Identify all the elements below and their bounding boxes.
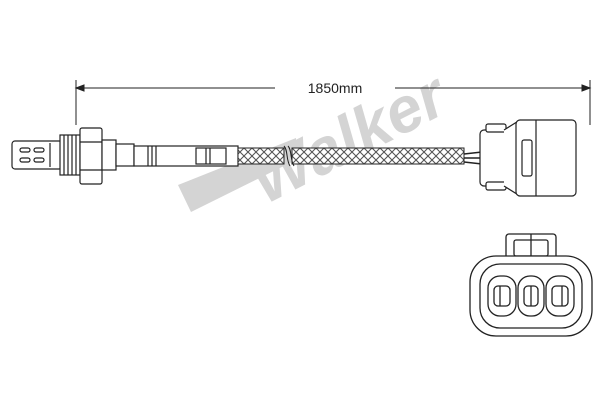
braided-cable-icon [237,145,465,167]
sensor-threaded-body-icon [59,127,135,185]
cable-length-label: 1850mm [275,78,395,98]
connector-side-icon [479,119,577,197]
wire-leads [463,151,483,165]
sensor-tip-icon [11,140,63,170]
sensor-sleeve-icon [133,145,239,167]
connector-face-icon [469,233,593,337]
